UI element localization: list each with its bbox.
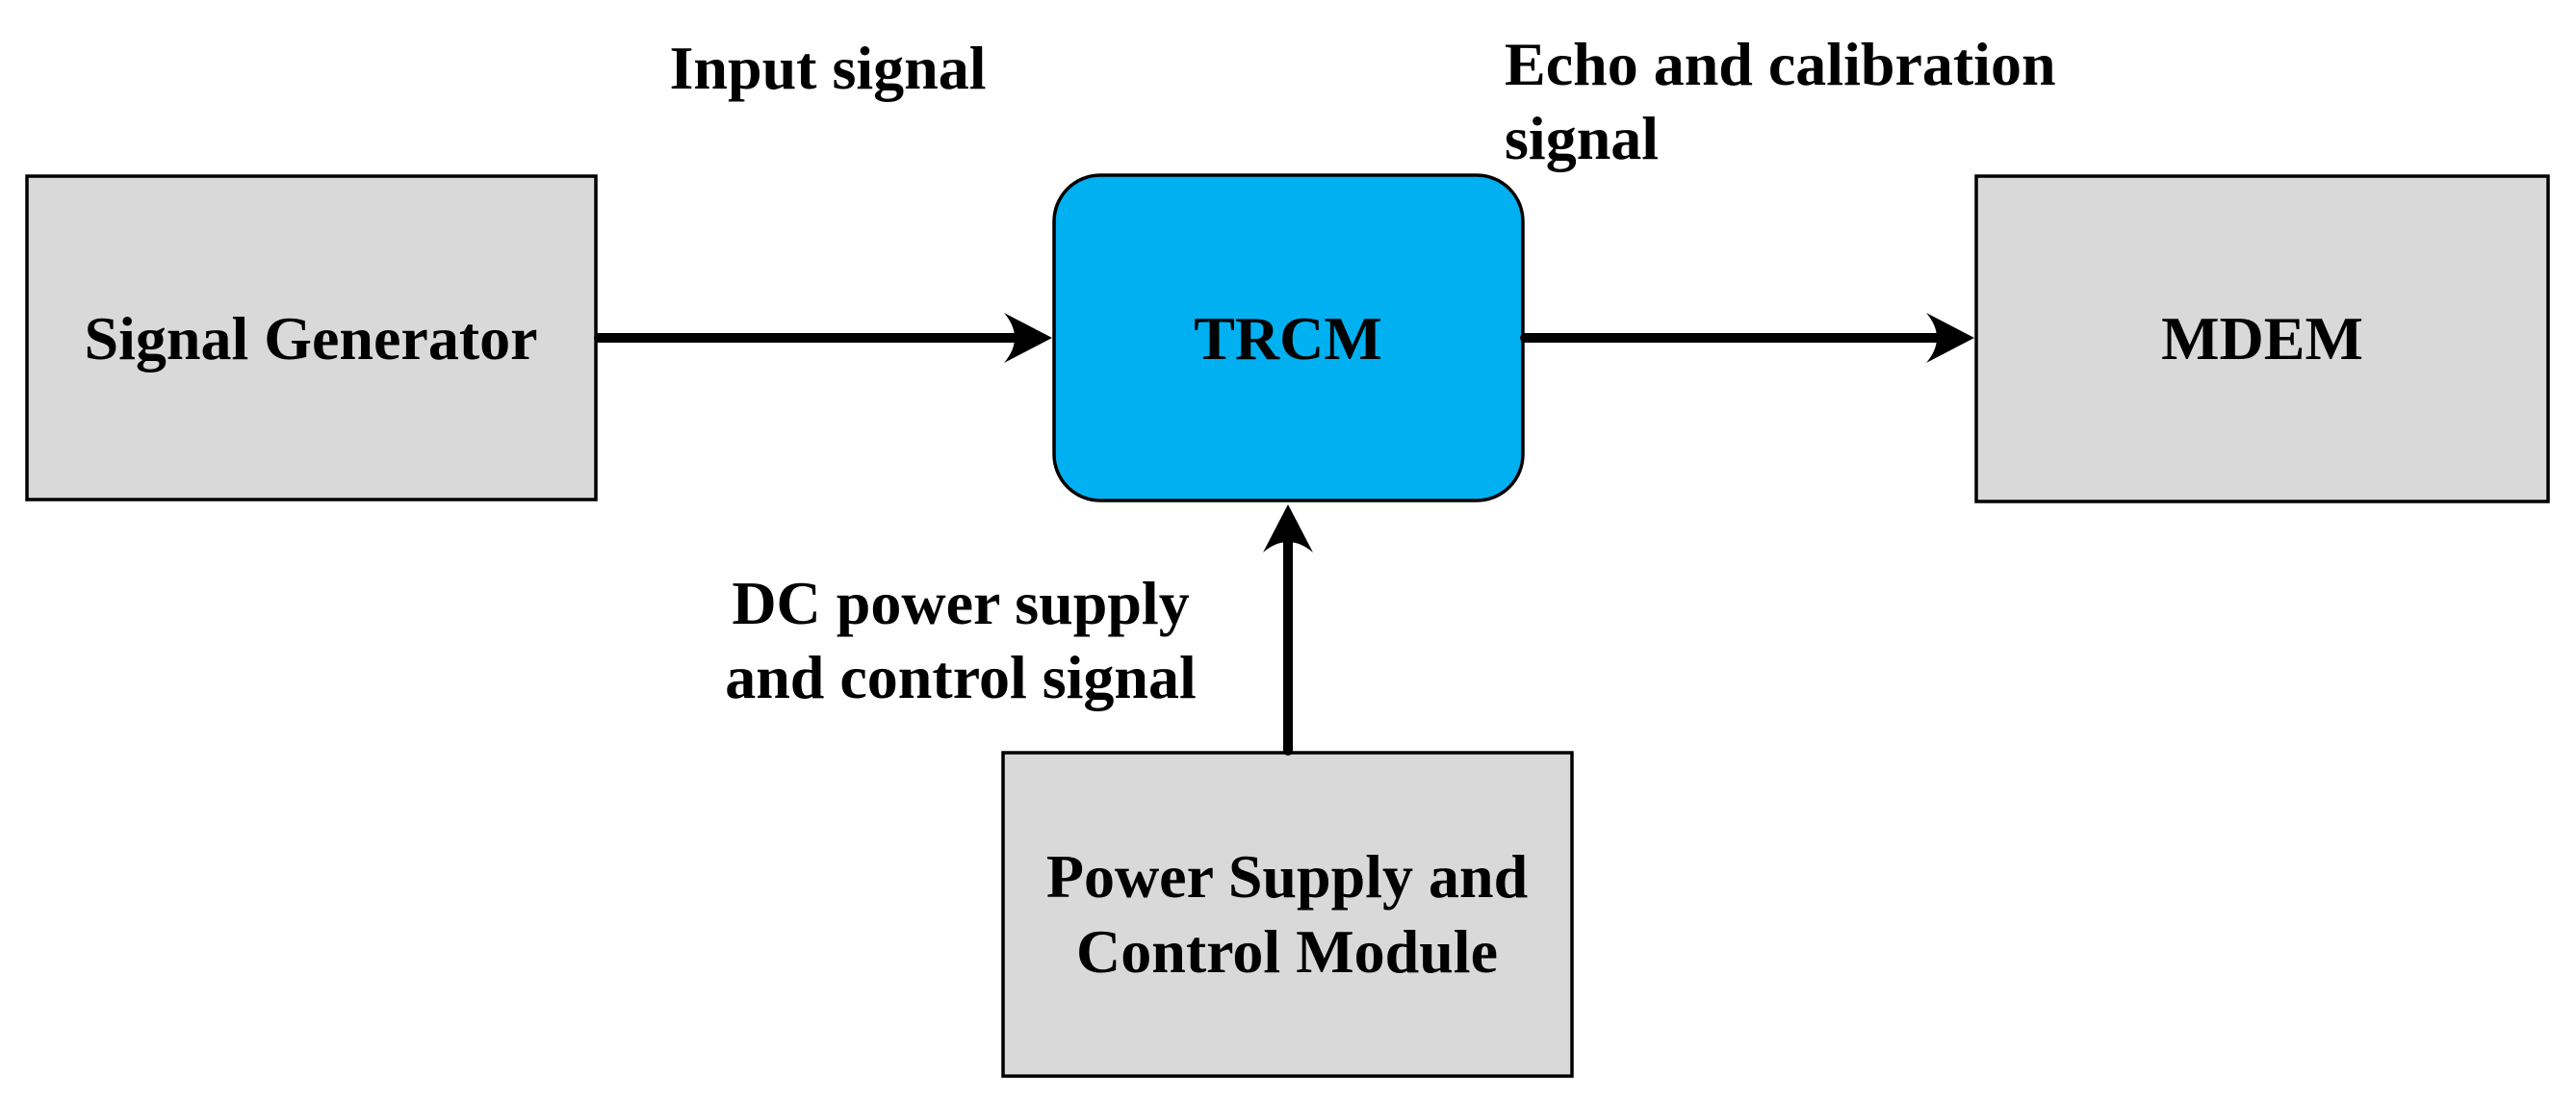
arrow-echo-signal-head bbox=[1926, 313, 1974, 363]
edge-label-input-signal: Input signal bbox=[669, 34, 986, 102]
node-mdem-label: MDEM bbox=[2161, 304, 2363, 373]
arrow-echo-signal bbox=[1520, 313, 1974, 363]
node-signal-generator-box bbox=[25, 174, 598, 501]
edge-label-echo-line2: signal bbox=[1505, 104, 1659, 172]
node-trcm-label: TRCM bbox=[1194, 304, 1382, 373]
node-power-supply-label-line2: Control Module bbox=[1076, 917, 1498, 986]
node-power-supply-label-line1: Power Supply and bbox=[1046, 842, 1528, 911]
arrow-input-signal-head bbox=[1004, 313, 1052, 363]
edge-label-echo-line1: Echo and calibration bbox=[1505, 30, 2056, 98]
arrow-dc-power bbox=[1263, 504, 1313, 756]
arrow-dc-power-head bbox=[1263, 504, 1313, 552]
node-mdem-box bbox=[1974, 174, 2550, 503]
node-signal-generator-label: Signal Generator bbox=[84, 304, 537, 373]
edge-label-dc-line1: DC power supply bbox=[732, 569, 1189, 637]
arrow-input-signal bbox=[594, 313, 1052, 363]
edge-label-dc-line2: and control signal bbox=[725, 643, 1197, 711]
node-power-supply-box bbox=[1001, 751, 1574, 1078]
